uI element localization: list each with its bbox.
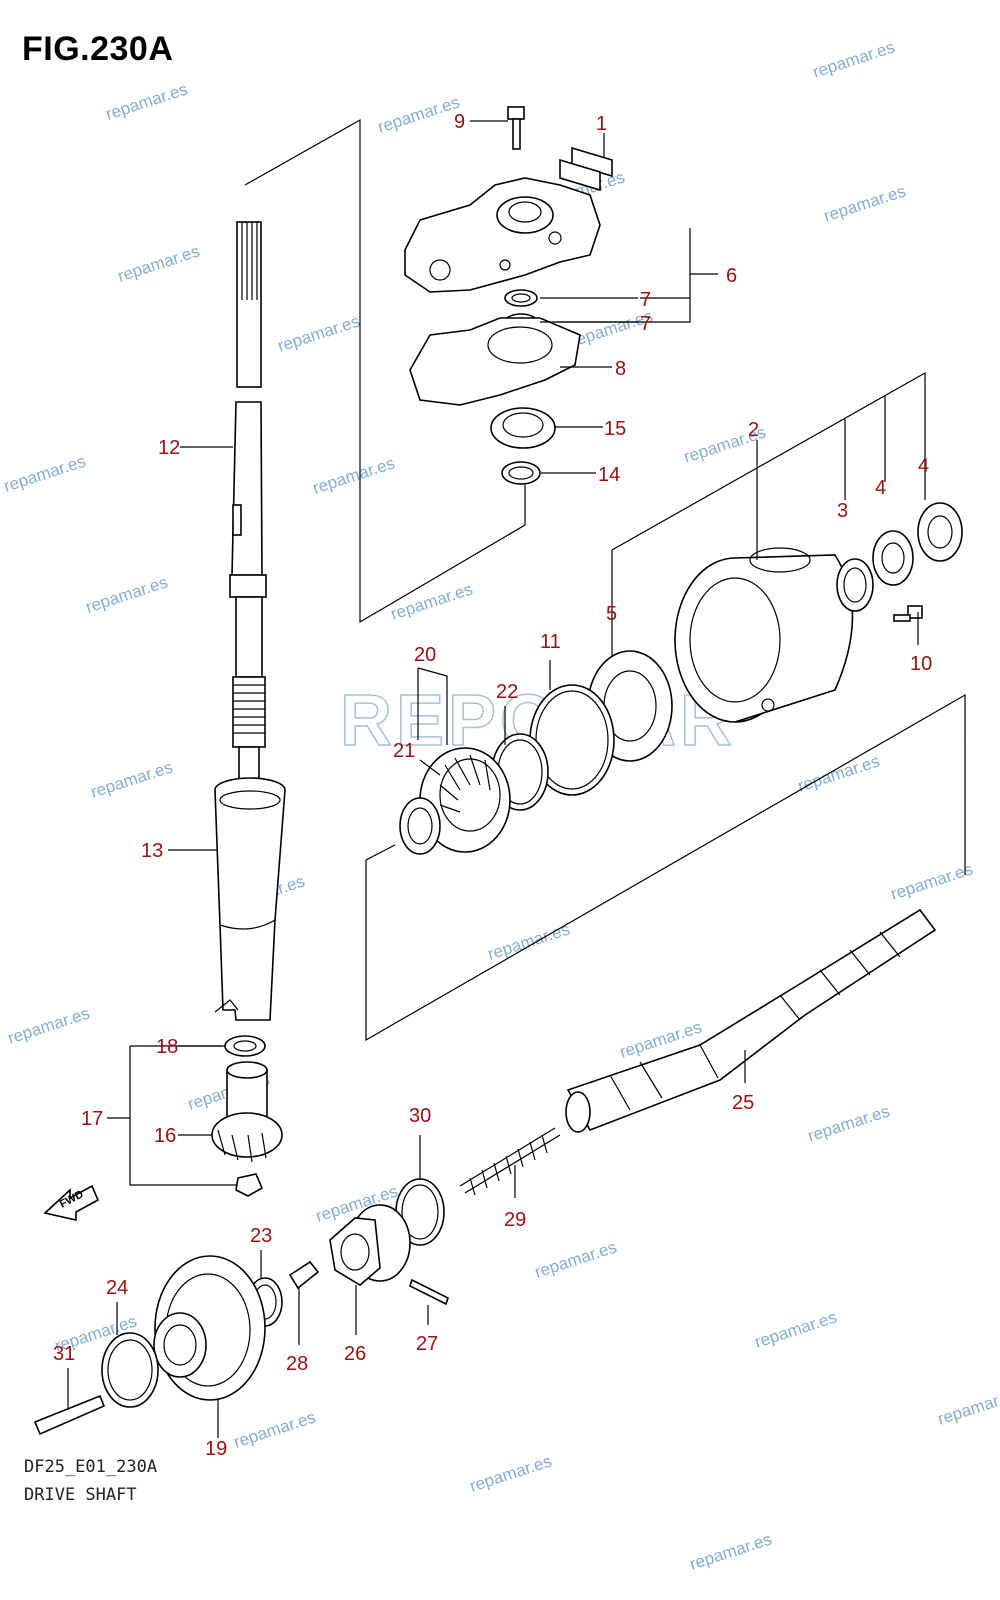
callout-4: 4 <box>918 455 929 477</box>
callout-numbers: 1 2 3 4 4 5 6 7 7 8 9 10 11 12 13 14 15 … <box>53 111 932 1460</box>
watermark: repamar.es <box>88 757 175 801</box>
part-26-clutch-dog <box>329 1204 411 1286</box>
watermark: repamar.es <box>821 181 908 225</box>
part-3-needle-bearing <box>836 558 874 612</box>
callout-7: 7 <box>640 289 651 311</box>
callout-2: 2 <box>748 419 759 441</box>
part-6-pump-housing <box>404 177 601 293</box>
part-12-upper-drive-shaft <box>229 221 267 798</box>
part-29-spring <box>459 1127 561 1196</box>
part-25-propeller-shaft <box>565 908 937 1133</box>
watermark: repamar.es <box>375 92 462 136</box>
callout-9: 9 <box>454 111 465 133</box>
part-28-push-rod <box>288 1260 320 1290</box>
watermark: repamar.es <box>805 1101 892 1145</box>
callout-3: 3 <box>837 500 848 522</box>
callout-29: 29 <box>504 1209 526 1231</box>
forward-arrow-icon: FWD <box>43 1184 100 1222</box>
callout-8: 8 <box>615 358 626 380</box>
part-20-thrust-washer <box>399 797 441 855</box>
watermark: repamar.es <box>5 1003 92 1047</box>
callout-31: 31 <box>53 1343 75 1365</box>
part-8-gasket <box>409 317 581 406</box>
callout-6: 6 <box>726 265 737 287</box>
callout-1: 1 <box>596 113 607 135</box>
callout-19: 19 <box>205 1438 227 1460</box>
callout-15: 15 <box>604 418 626 440</box>
callout-24: 24 <box>106 1277 128 1299</box>
watermark: repamar.es <box>231 1407 318 1451</box>
watermark: repamar.es <box>1 451 88 495</box>
part-4-oil-seal <box>872 502 963 586</box>
callout-23: 23 <box>250 1225 272 1247</box>
callout-16: 16 <box>154 1125 176 1147</box>
callout-12: 12 <box>158 437 180 459</box>
callout-20: 20 <box>414 644 436 666</box>
part-24-shim <box>101 1332 159 1408</box>
part-1-clip <box>559 146 613 192</box>
part-18-washer <box>224 1035 266 1057</box>
callout-25: 25 <box>732 1092 754 1114</box>
callout-11: 11 <box>540 631 561 653</box>
callout-27: 27 <box>416 1333 438 1355</box>
part-16-pinion <box>211 1061 283 1163</box>
part-11-o-ring <box>529 684 615 796</box>
watermark: repamar.es <box>115 241 202 285</box>
callout-22: 22 <box>496 681 518 703</box>
reference-code: DF25_E01_230A <box>24 1457 158 1477</box>
watermark: repamar.es <box>532 1237 619 1281</box>
watermark: repamar.es <box>888 859 975 903</box>
watermark: repamar.es <box>467 1451 554 1495</box>
callout-17: 17 <box>81 1108 103 1130</box>
callout-30: 30 <box>409 1105 431 1127</box>
figure-caption: DRIVE SHAFT <box>24 1485 137 1505</box>
watermark: repamar.es <box>83 572 170 616</box>
part-2-bearing-housing <box>674 547 854 723</box>
callout-18: 18 <box>156 1036 178 1058</box>
part-19-gear <box>153 1255 266 1401</box>
figure-title: FIG.230A <box>22 30 174 68</box>
callout-14: 14 <box>598 464 620 486</box>
watermark: repamar.es <box>310 453 397 497</box>
callout-28: 28 <box>286 1353 308 1375</box>
callout-7: 7 <box>640 313 651 335</box>
callout-10: 10 <box>910 653 932 675</box>
callout-21: 21 <box>393 740 415 762</box>
part-31-pin <box>33 1394 106 1436</box>
watermark: repamar.es <box>485 919 572 963</box>
part-15-bearing <box>490 407 556 449</box>
group-brackets <box>107 118 966 1186</box>
watermark: repamar.es <box>752 1307 839 1351</box>
watermark: repamar.es <box>275 311 362 355</box>
callout-5: 5 <box>606 603 617 625</box>
watermark: repamar.es <box>687 1529 774 1573</box>
leader-lines <box>67 120 919 1438</box>
watermark: repamar.es <box>103 79 190 123</box>
callout-13: 13 <box>141 840 163 862</box>
part-13-tube <box>214 777 286 1021</box>
callout-4: 4 <box>875 477 886 499</box>
part-21-gear <box>419 747 511 853</box>
part-14-ring <box>501 461 541 485</box>
watermark: repamar.es <box>795 751 882 795</box>
watermark: repamar.es <box>388 579 475 623</box>
callout-26: 26 <box>344 1343 366 1365</box>
watermark: repamar.es <box>810 37 897 81</box>
part-9-bolt <box>507 106 525 150</box>
watermark: repamar.es <box>935 1384 1000 1428</box>
part-17-nut <box>235 1173 264 1197</box>
part-27-pin <box>409 1278 449 1306</box>
